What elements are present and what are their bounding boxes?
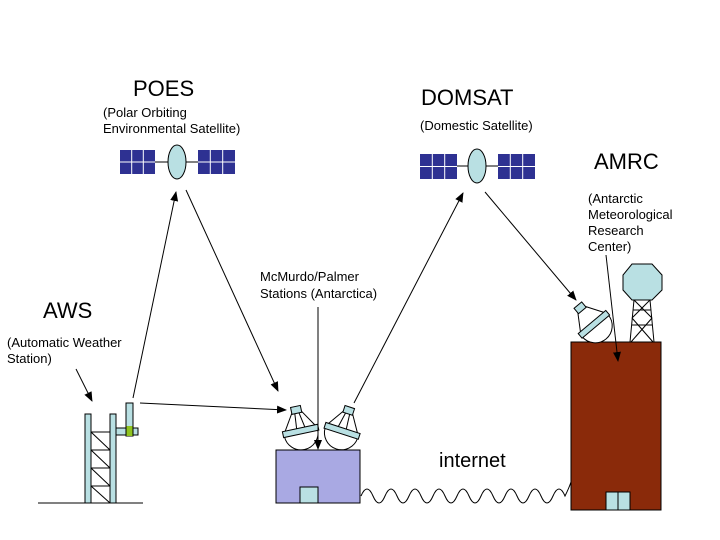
satellite-dish-icon-amrc [573,301,613,344]
tower-leg-left [84,413,92,504]
pointer-aws-label [75,368,93,402]
poes-subtitle-line2: Environmental Satellite) [103,121,241,136]
tower-leg-right [109,413,117,504]
link-mcmurdo-to-domsat [353,192,464,404]
mcmurdo-label-line2: Stations (Antarctica) [260,286,378,301]
domsat-satellite-icon [420,148,535,184]
satellite-dish-icon-right [323,404,361,451]
amrc-title: AMRC [594,149,659,174]
aws-subtitle-line2: Station) [7,351,52,366]
amrc-subtitle-line2: Meteorological [588,207,673,222]
aws-title: AWS [43,298,93,323]
amrc-subtitle-line4: Center) [588,239,632,254]
radome [622,263,663,301]
mcmurdo-label-line1: McMurdo/Palmer [260,269,359,284]
amrc-building-icon [570,341,662,511]
amrc-subtitle-line1: (Antarctic [588,191,643,206]
poes-satellite-icon [120,144,235,180]
pointer-amrc-label [605,254,621,362]
amrc-subtitle-line3: Research [588,223,644,238]
radar-tower-lattice [629,299,655,343]
satellite-body [467,148,487,184]
radar-tower-icon [622,263,663,343]
domsat-title: DOMSAT [421,85,514,110]
solar-panel-right [198,150,235,174]
poes-title: POES [133,76,195,101]
solar-panel-left [120,150,155,174]
sensor-box [126,426,133,436]
internet-link-wave [360,481,572,504]
internet-label: internet [439,450,506,472]
aws-subtitle-line1: (Automatic Weather [7,335,122,350]
link-poes-to-mcmurdo [185,189,279,392]
link-aws-to-mcmurdo [139,402,287,414]
domsat-subtitle: (Domestic Satellite) [420,118,533,133]
link-domsat-to-amrc [484,191,577,301]
aws-weather-tower-icon [38,402,143,504]
amrc-building [570,341,662,511]
station-door [299,486,319,504]
mcmurdo-station-building-icon [275,449,361,504]
poes-subtitle-line1: (Polar Orbiting [103,105,187,120]
link-aws-to-poes [132,191,179,399]
satellite-body [167,144,187,180]
solar-panel-right [498,154,535,179]
solar-panel-left [420,154,457,179]
tower-bracing [90,431,111,504]
